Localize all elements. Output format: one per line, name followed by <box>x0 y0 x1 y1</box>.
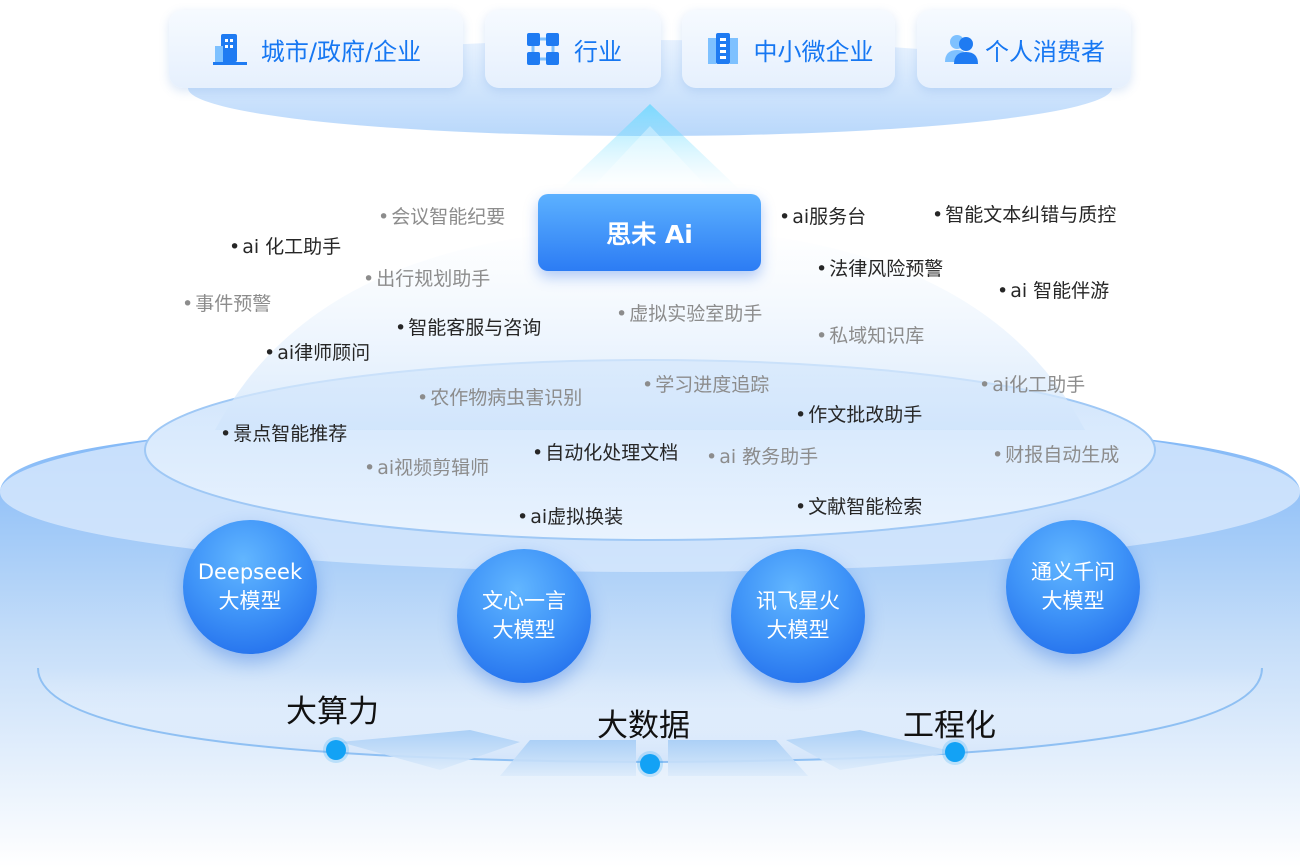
audience-card-consumer: 个人消费者 <box>917 10 1131 88</box>
app-label: ai 教务助手 <box>706 445 818 469</box>
app-label: ai虚拟换装 <box>517 505 623 529</box>
model-circle-wenxin: 文心一言 大模型 <box>457 549 591 683</box>
model-suffix: 大模型 <box>766 618 830 642</box>
app-label: ai化工助手 <box>979 373 1085 397</box>
audience-label: 城市/政府/企业 <box>260 37 422 66</box>
model-name: 讯飞星火 <box>756 589 840 613</box>
floor-panel <box>500 740 636 776</box>
audience-card-sme: 中小微企业 <box>682 10 895 88</box>
user-group-icon <box>943 30 981 68</box>
core-platform-badge: 思未 Ai <box>538 194 761 271</box>
model-suffix: 大模型 <box>492 618 556 642</box>
app-label: 文献智能检索 <box>795 495 922 519</box>
light-beam <box>560 104 740 190</box>
audience-card-industry: 行业 <box>485 10 661 88</box>
app-label: ai 智能伴游 <box>997 279 1109 303</box>
floor-panel <box>786 730 955 770</box>
app-label: 智能文本纠错与质控 <box>932 203 1116 227</box>
audience-label: 中小微企业 <box>753 37 874 66</box>
grid-network-icon <box>524 30 562 68</box>
model-suffix: 大模型 <box>1041 589 1105 613</box>
base-dot <box>945 742 965 762</box>
model-name: 文心一言 <box>482 589 566 613</box>
building-icon <box>211 30 249 68</box>
floor-panel <box>668 740 808 776</box>
office-building-icon <box>704 30 742 68</box>
app-label: 景点智能推荐 <box>220 422 347 446</box>
app-label: 会议智能纪要 <box>378 205 505 229</box>
audience-label: 个人消费者 <box>985 37 1105 66</box>
base-dot <box>326 740 346 760</box>
base-dot <box>640 754 660 774</box>
model-suffix: 大模型 <box>218 589 282 613</box>
model-circle-xunfei: 讯飞星火 大模型 <box>731 549 865 683</box>
app-label: 学习进度追踪 <box>642 373 769 397</box>
app-label: ai 化工助手 <box>229 235 341 259</box>
app-label: 农作物病虫害识别 <box>417 386 582 410</box>
floor-panel <box>340 730 520 770</box>
base-label-engineering: 工程化 <box>903 708 996 744</box>
model-name: 通义千问 <box>1031 560 1115 584</box>
audience-card-government: 城市/政府/企业 <box>169 10 463 88</box>
base-label-compute: 大算力 <box>286 694 379 730</box>
model-circle-deepseek: Deepseek 大模型 <box>183 520 317 654</box>
app-label: ai视频剪辑师 <box>364 456 489 480</box>
app-label: 私域知识库 <box>816 324 924 348</box>
model-name: Deepseek <box>197 560 303 584</box>
model-circle-tongyi: 通义千问 大模型 <box>1006 520 1140 654</box>
app-label: 虚拟实验室助手 <box>616 302 762 326</box>
app-label: 作文批改助手 <box>795 403 922 427</box>
app-label: 智能客服与咨询 <box>395 316 541 340</box>
app-label: 事件预警 <box>182 292 271 316</box>
audience-label: 行业 <box>574 37 622 66</box>
app-label: 法律风险预警 <box>816 257 943 281</box>
light-beam-inner <box>590 126 710 190</box>
app-label: ai律师顾问 <box>264 341 370 365</box>
app-label: 财报自动生成 <box>992 443 1119 467</box>
app-label: 自动化处理文档 <box>532 441 678 465</box>
app-label: ai服务台 <box>779 205 866 229</box>
app-label: 出行规划助手 <box>363 267 490 291</box>
base-label-data: 大数据 <box>597 708 690 744</box>
